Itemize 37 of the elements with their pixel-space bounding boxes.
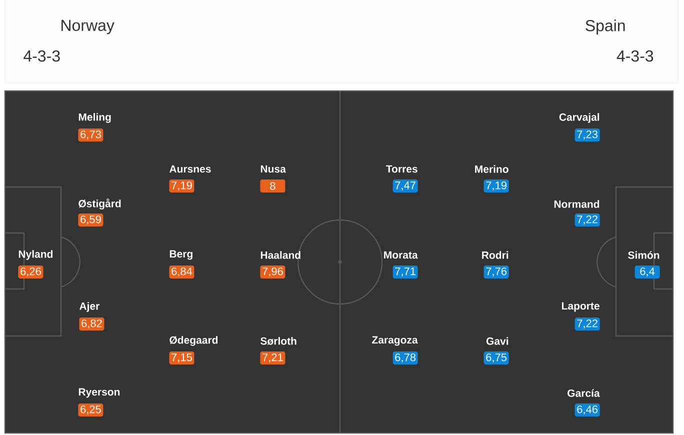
rating-badge: 7,21 bbox=[260, 352, 286, 364]
player-name: Haaland bbox=[260, 251, 300, 259]
player-name: Laporte bbox=[562, 302, 600, 312]
player-name: Normand bbox=[554, 200, 600, 208]
rating-badge: 6,26 bbox=[18, 266, 44, 278]
player-name: Østigård bbox=[78, 198, 121, 210]
rating-badge: 6,82 bbox=[79, 318, 104, 330]
player-name: Meling bbox=[78, 113, 111, 123]
formation: 4-3-3 bbox=[24, 50, 60, 62]
rating-badge: 6,73 bbox=[78, 128, 104, 142]
player-name: Simón bbox=[628, 251, 660, 259]
player-name: Nusa bbox=[260, 165, 286, 173]
player-name: Sørloth bbox=[260, 337, 296, 345]
rating-badge: 6,84 bbox=[169, 266, 194, 278]
rating-badge: 7,15 bbox=[169, 352, 194, 364]
player-name: Gavi bbox=[486, 337, 508, 345]
formation: 4-3-3 bbox=[616, 50, 654, 62]
player-name: Torres bbox=[386, 165, 418, 173]
rating-badge: 6,59 bbox=[78, 214, 104, 226]
player-name: García bbox=[568, 389, 600, 397]
player-name: Ajer bbox=[79, 302, 100, 312]
team-name: Norway bbox=[62, 20, 114, 34]
player-name: Aursnes bbox=[169, 165, 211, 173]
rating-badge: 7,96 bbox=[260, 266, 286, 278]
player-name: Rodri bbox=[482, 251, 508, 259]
rating-badge: 8 bbox=[260, 180, 286, 192]
player-name: Ødegaard bbox=[170, 336, 218, 346]
player-name: Ryerson bbox=[78, 388, 120, 398]
player-name: Merino bbox=[475, 165, 508, 173]
rating-badge: 6,25 bbox=[78, 404, 104, 416]
player-name: Nyland bbox=[18, 250, 53, 260]
rating-badge: 7,19 bbox=[169, 180, 194, 192]
player-name: Zaragoza bbox=[372, 336, 418, 346]
player-name: Berg bbox=[170, 250, 192, 260]
team-name: Spain bbox=[586, 20, 625, 34]
player-name: Morata bbox=[384, 251, 418, 259]
player-name: Carvajal bbox=[559, 113, 600, 123]
